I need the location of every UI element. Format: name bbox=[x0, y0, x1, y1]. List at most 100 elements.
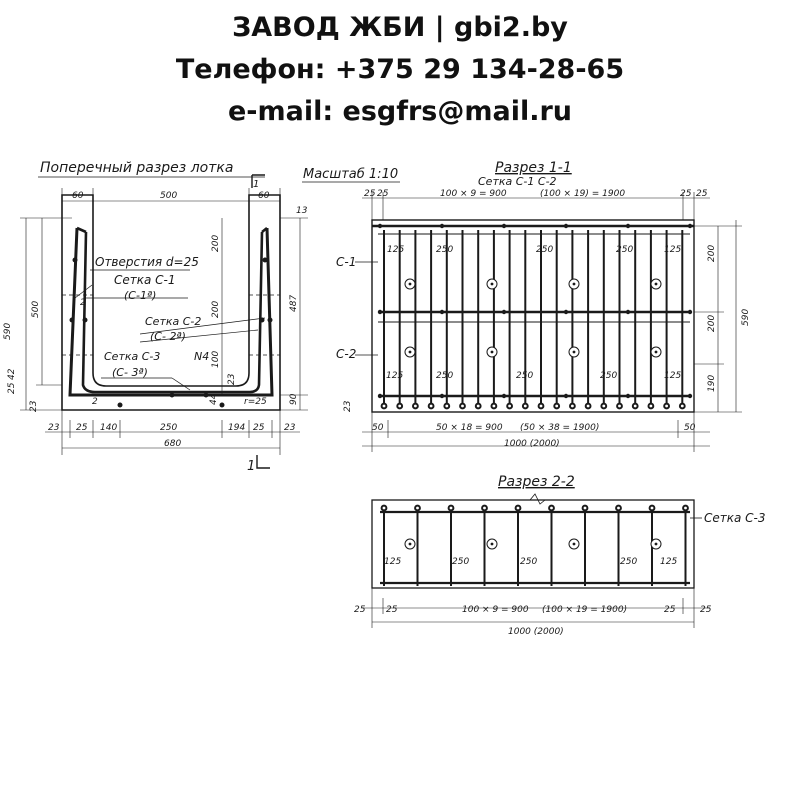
s11-bottom-dims bbox=[362, 412, 710, 452]
dim-44: 44 bbox=[209, 393, 219, 405]
s11-bar-end bbox=[474, 402, 482, 410]
s22-250c: 250 bbox=[620, 557, 637, 567]
dim-487: 487 bbox=[289, 295, 299, 312]
s11-vertical-bars bbox=[377, 223, 693, 410]
s22-outline bbox=[371, 499, 695, 589]
s11-right-200b: 200 bbox=[707, 315, 717, 332]
s22-l25b: 25 bbox=[386, 605, 398, 615]
s11-bar-end bbox=[521, 402, 529, 410]
dim-100: 100 bbox=[211, 351, 221, 368]
label-r25: r=25 bbox=[244, 397, 267, 407]
dim-500-left: 500 bbox=[31, 301, 41, 318]
s11-title: Разрез 1-1 bbox=[495, 160, 572, 176]
s11-bar-end bbox=[412, 402, 419, 410]
s22-125a: 125 bbox=[384, 557, 401, 567]
s11-bar-end bbox=[459, 402, 466, 410]
s22-250a: 250 bbox=[452, 557, 469, 567]
s11-r2-125b: 125 bbox=[664, 371, 681, 381]
dim-42-left: 42 bbox=[7, 368, 17, 380]
s22-bar-end bbox=[380, 504, 388, 512]
s22-hole-center bbox=[572, 542, 576, 546]
s11-hole-center bbox=[408, 350, 412, 354]
tray-outline bbox=[61, 194, 281, 411]
s22-hole-center bbox=[654, 542, 658, 546]
dim-b-194: 194 bbox=[228, 423, 245, 433]
s11-hole-center bbox=[572, 282, 576, 286]
s22-mesh-label: Сетка С-3 bbox=[704, 511, 766, 525]
dim-500: 500 bbox=[160, 191, 177, 201]
s22-bar-end bbox=[615, 504, 622, 512]
s22-spacing: 100 × 9 = 900 bbox=[462, 605, 529, 615]
s22-spacing-alt: (100 × 19 = 1900) bbox=[542, 605, 627, 615]
s11-right-200a: 200 bbox=[707, 245, 717, 262]
s11-bot-spacing: 50 × 18 = 900 bbox=[436, 423, 503, 433]
label-mesh-c3a: (С- 3ª) bbox=[112, 366, 148, 379]
s11-top-25d: 25 bbox=[696, 189, 708, 199]
label-mesh-c1: Сетка С-1 bbox=[114, 273, 176, 287]
leader-lines bbox=[74, 269, 266, 391]
s11-c1-label: С-1 bbox=[336, 255, 356, 269]
s11-bar-end bbox=[553, 402, 561, 410]
s22-bar-end bbox=[581, 504, 589, 512]
s11-bar-dot bbox=[625, 393, 631, 399]
cut-mark-bottom bbox=[256, 455, 270, 469]
header-phone: Телефон: +375 29 134-28-65 bbox=[175, 54, 625, 85]
s22-125b: 125 bbox=[660, 557, 677, 567]
label-mesh-c3: Сетка С-3 bbox=[104, 350, 160, 363]
s11-holes bbox=[404, 278, 662, 358]
cs-left-dims bbox=[20, 217, 72, 411]
cut-mark-label-top: 1 bbox=[253, 179, 259, 190]
label-n4: N4 bbox=[194, 350, 209, 363]
s11-bar-dot bbox=[501, 393, 507, 399]
rebar-outer bbox=[68, 227, 274, 397]
s11-top-25c: 25 bbox=[680, 189, 692, 199]
s11-bar-dot bbox=[687, 309, 693, 315]
dim-b-25-right: 25 bbox=[253, 423, 265, 433]
s11-bar-dot bbox=[377, 309, 383, 315]
dim-90: 90 bbox=[289, 393, 299, 405]
s11-top-spacing-alt: (100 × 19) = 1900 bbox=[540, 189, 625, 199]
s11-bar-end bbox=[663, 402, 670, 410]
s22-bar-end bbox=[548, 504, 555, 512]
s11-bar-end bbox=[647, 402, 655, 410]
s11-bar-end bbox=[506, 402, 514, 410]
cs-top-dims bbox=[61, 188, 281, 210]
dim-200-b: 200 bbox=[211, 301, 221, 318]
s11-bar-end bbox=[678, 402, 686, 410]
dim-23-left: 23 bbox=[29, 400, 39, 412]
cut-mark-label-bottom: 1 bbox=[247, 459, 255, 474]
dim-25-left: 25 bbox=[7, 382, 17, 394]
s11-top-dims bbox=[362, 192, 710, 220]
s11-bar-end bbox=[427, 402, 435, 410]
s11-right-dims bbox=[694, 220, 742, 413]
s22-break-mark bbox=[529, 493, 546, 505]
header-title: ЗАВОД ЖБИ | gbi2.by bbox=[232, 12, 568, 43]
s11-top-spacing: 100 × 9 = 900 bbox=[440, 189, 507, 199]
dim-590: 590 bbox=[3, 323, 13, 340]
s11-bar-dot bbox=[687, 223, 693, 229]
s11-bar-end bbox=[537, 402, 545, 410]
s11-top-25a: 25 bbox=[364, 189, 376, 199]
cross-section bbox=[20, 174, 308, 469]
scale-label: Масштаб 1:10 bbox=[303, 167, 398, 182]
s11-r2-250a: 250 bbox=[436, 371, 453, 381]
dim-b-140: 140 bbox=[100, 423, 117, 433]
s22-hole-center bbox=[408, 542, 412, 546]
s11-c2-label: С-2 bbox=[336, 347, 356, 361]
s11-bar-end bbox=[396, 402, 404, 410]
s22-hole-center bbox=[490, 542, 494, 546]
s22-bar-end bbox=[514, 504, 522, 512]
s11-bar-dot bbox=[377, 393, 383, 399]
s11-bot-spacing-alt: (50 × 38 = 1900) bbox=[520, 423, 599, 433]
s11-r2-250b: 250 bbox=[516, 371, 533, 381]
s22-bar-end bbox=[447, 504, 455, 512]
s11-bar-dot bbox=[625, 309, 631, 315]
rebar-inner bbox=[81, 231, 264, 394]
s11-bar-end bbox=[490, 402, 498, 410]
dim-b-250: 250 bbox=[160, 423, 177, 433]
s22-l25a: 25 bbox=[354, 605, 366, 615]
dim-b-680: 680 bbox=[164, 439, 181, 449]
s11-bar-dot bbox=[439, 393, 445, 399]
s22-r25b: 25 bbox=[700, 605, 712, 615]
